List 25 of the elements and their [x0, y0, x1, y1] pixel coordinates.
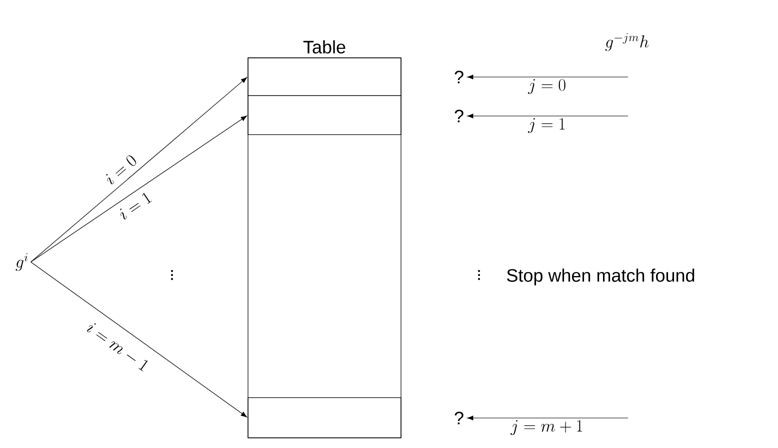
arrow: [467, 74, 628, 80]
query-mark: ?: [454, 412, 464, 424]
variable-label: $g^i$: [16, 253, 28, 271]
column-heading: $g^{-jm}h$: [605, 33, 649, 51]
edge-label: $j=1$: [528, 118, 565, 134]
arrow: [467, 114, 628, 118]
edge-label: $i=0$: [106, 156, 136, 184]
arrow: [30, 77, 248, 262]
ellipsis-dots: $\vdots$: [171, 270, 173, 280]
table-row: [248, 95, 402, 135]
edge-label: $i=m-1$: [87, 323, 148, 372]
ellipsis-dots: $\vdots$: [478, 270, 480, 280]
arrow: [30, 262, 247, 418]
note-text: Stop when match found: [507, 268, 694, 286]
edge-label: $j=m+1$: [510, 420, 582, 436]
table-row: [248, 57, 402, 96]
edge-label: $i=1$: [120, 192, 152, 220]
query-mark: ?: [454, 110, 464, 122]
table-row: [248, 397, 402, 438]
arrow: [467, 416, 628, 420]
table-box: Table: [248, 40, 402, 438]
node-label: Table: [303, 40, 346, 54]
edge-label: $j=0$: [528, 79, 566, 94]
arrow: [30, 116, 247, 262]
query-mark: ?: [454, 70, 464, 84]
